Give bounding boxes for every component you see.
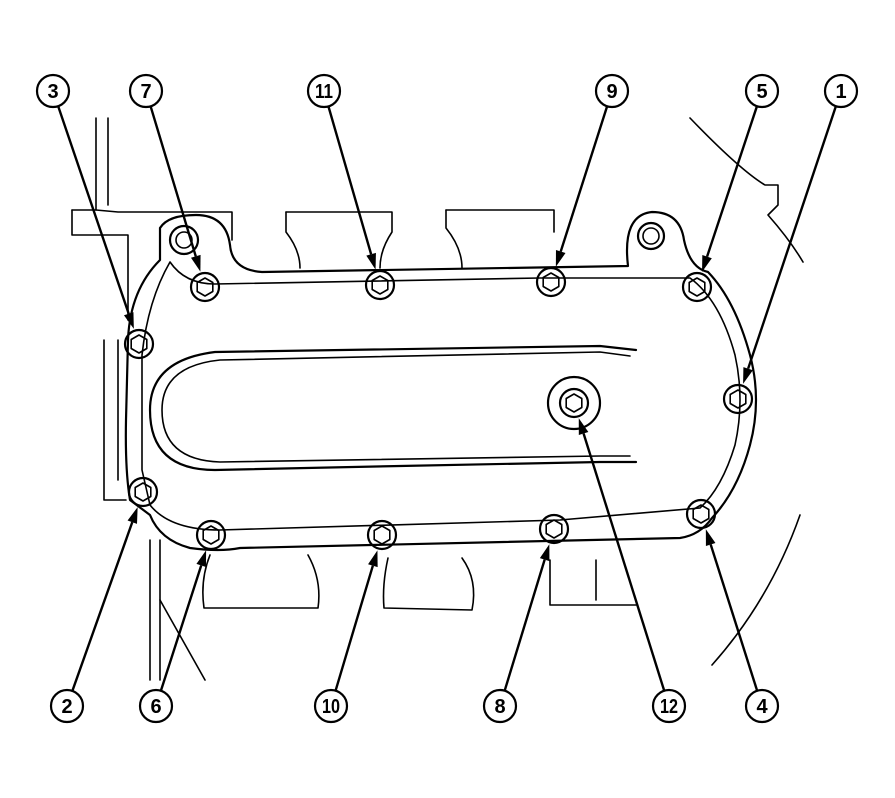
leader-line-11 — [327, 106, 373, 255]
bolt-11 — [364, 269, 396, 301]
leader-lines — [57, 105, 838, 692]
callout-3: 3 — [35, 73, 71, 109]
callout-circle-11 — [306, 73, 342, 109]
arrow-head-1 — [743, 367, 753, 384]
callout-circle-6 — [138, 688, 174, 724]
callout-number-5: 5 — [756, 81, 767, 103]
bolt-4 — [685, 498, 717, 530]
arrow-head-4 — [705, 529, 716, 547]
callout-number-11: 11 — [315, 81, 333, 103]
bolt-9 — [535, 266, 567, 298]
arrow-head-8 — [539, 544, 550, 562]
callout-number-9: 9 — [606, 81, 617, 103]
callout-number-10: 10 — [322, 696, 340, 718]
leader-line-4 — [709, 544, 759, 692]
bolt-7 — [189, 271, 221, 303]
callout-circle-10 — [313, 688, 349, 724]
leader-line-3 — [57, 105, 130, 315]
callout-7: 7 — [128, 73, 164, 109]
callout-10: 10 — [313, 688, 349, 724]
arrow-head-10 — [368, 550, 378, 568]
leader-line-9 — [559, 105, 609, 252]
arrow-head-11 — [366, 252, 376, 270]
callout-number-3: 3 — [47, 81, 58, 103]
arrow-head-5 — [702, 255, 712, 272]
callout-number-4: 4 — [756, 696, 768, 718]
callout-circle-1 — [823, 73, 859, 109]
bolt-2 — [127, 476, 159, 508]
bolt-8 — [538, 513, 570, 545]
bolt-3 — [123, 328, 155, 360]
callout-circle-3 — [35, 73, 71, 109]
callout-11: 11 — [306, 73, 342, 109]
callout-circle-2 — [49, 688, 85, 724]
arrow-head-3 — [123, 312, 134, 329]
leader-line-5 — [705, 105, 759, 258]
callout-1: 1 — [823, 73, 859, 109]
callout-4: 4 — [744, 688, 780, 724]
callout-circle-9 — [594, 73, 630, 109]
callout-number-2: 2 — [61, 696, 72, 718]
callout-circle-4 — [744, 688, 780, 724]
bolt-1 — [722, 383, 754, 415]
callout-8: 8 — [482, 688, 518, 724]
callout-circle-12 — [651, 688, 687, 724]
cover-plate — [124, 210, 758, 552]
callout-circle-5 — [744, 73, 780, 109]
callout-9: 9 — [594, 73, 630, 109]
leader-line-8 — [503, 559, 546, 692]
leader-line-12 — [582, 433, 666, 692]
bolt-12 — [558, 387, 590, 419]
callout-circle-8 — [482, 688, 518, 724]
callout-number-7: 7 — [140, 81, 151, 103]
arrow-head-12 — [578, 418, 589, 436]
bolt-5 — [681, 271, 713, 303]
callout-circle-7 — [128, 73, 164, 109]
leader-line-10 — [334, 565, 375, 692]
arrow-head-6 — [196, 550, 207, 567]
arrow-head-2 — [127, 507, 138, 524]
callout-12: 12 — [651, 688, 687, 724]
callout-number-12: 12 — [660, 696, 678, 718]
callout-number-1: 1 — [835, 81, 846, 103]
bolts-layer — [123, 266, 754, 551]
leader-line-6 — [159, 565, 203, 692]
callout-number-8: 8 — [494, 696, 505, 718]
bolt-6 — [195, 519, 227, 551]
callout-6: 6 — [138, 688, 174, 724]
bolt-10 — [366, 519, 398, 551]
callout-number-6: 6 — [150, 696, 161, 718]
leader-line-7 — [149, 105, 197, 257]
callout-2: 2 — [49, 688, 85, 724]
callout-5: 5 — [744, 73, 780, 109]
arrow-head-9 — [555, 249, 566, 267]
engine-block-outline — [71, 117, 804, 681]
leader-line-2 — [71, 521, 134, 692]
arrow-head-7 — [190, 254, 201, 272]
leader-line-1 — [747, 105, 838, 370]
